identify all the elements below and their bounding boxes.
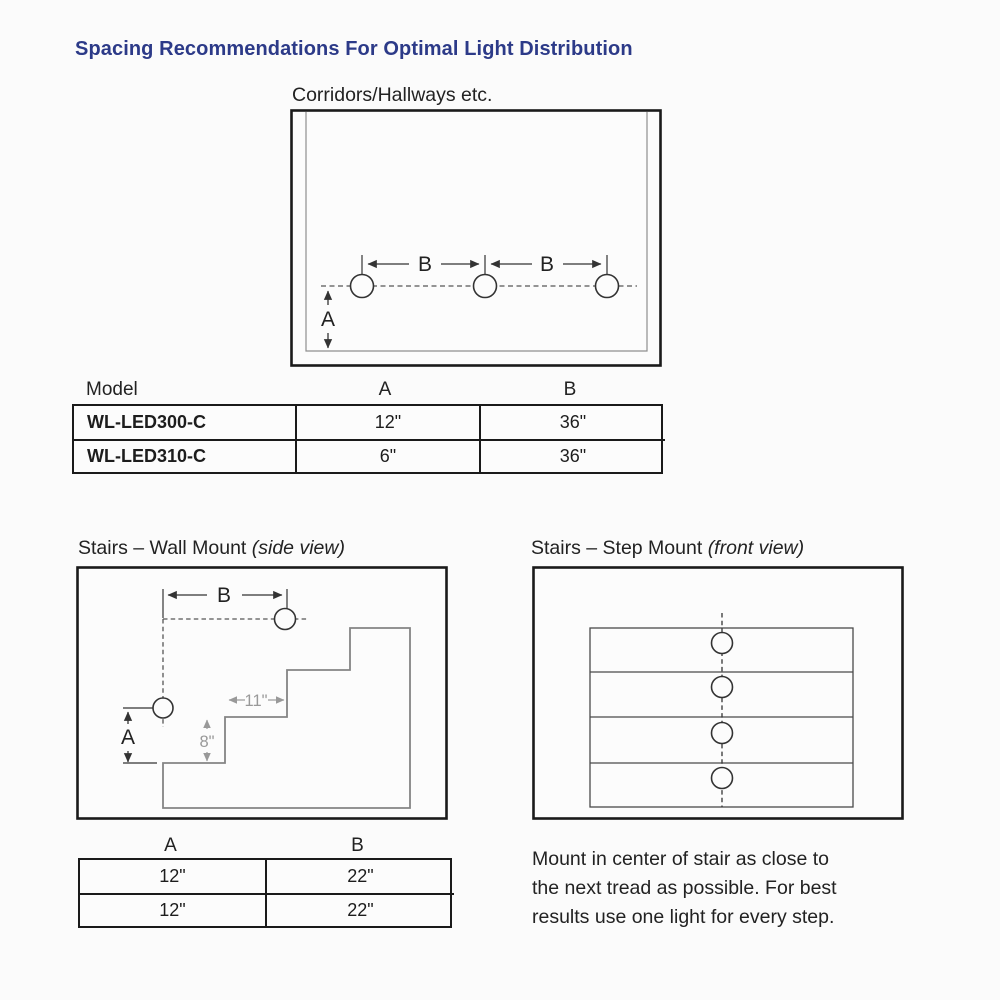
tread-depth-label: 11" xyxy=(245,692,268,710)
light-circle xyxy=(273,607,297,631)
stairs-front-diagram xyxy=(532,566,904,820)
dimension-b-label: B xyxy=(217,584,231,607)
light-circle xyxy=(710,766,734,790)
value-b-cell: 36" xyxy=(479,439,665,472)
stairs-table-header-row: A B xyxy=(78,833,452,858)
mounting-note-line: results use one light for every step. xyxy=(532,906,835,928)
corridor-diagram: B B A xyxy=(290,109,662,367)
light-circle xyxy=(472,273,498,299)
stairs-side-diagram: B A 11" 8" xyxy=(76,566,448,820)
model-table-header-a: A xyxy=(378,378,392,400)
value-b-cell: 36" xyxy=(479,406,665,439)
light-fixtures xyxy=(710,631,734,790)
model-table: WL-LED300-C 12" 36" WL-LED310-C 6" 36" xyxy=(72,404,665,474)
mounting-note-line: the next tread as possible. For best xyxy=(532,877,837,899)
light-circle xyxy=(152,697,174,719)
value-b-cell: 22" xyxy=(265,893,454,926)
mounting-note: Mount in center of stair as close to the… xyxy=(532,845,922,932)
light-circle xyxy=(349,273,375,299)
model-table-header-model: Model xyxy=(86,378,138,400)
model-cell: WL-LED300-C xyxy=(87,412,207,432)
model-table-header-row: Model A B xyxy=(72,376,663,403)
light-fixtures xyxy=(349,273,620,299)
stairs-table: 12" 22" 12" 22" xyxy=(78,858,454,928)
stairs-table-header-b: B xyxy=(351,834,364,856)
dimension-a-label: A xyxy=(321,308,335,331)
page-title: Spacing Recommendations For Optimal Ligh… xyxy=(75,38,633,60)
stairs-front-heading-main: Stairs – Step Mount xyxy=(531,537,703,559)
dimension-ticks xyxy=(123,589,288,764)
value-a-cell: 12" xyxy=(295,406,479,439)
stairs-side-outline xyxy=(76,566,448,820)
light-circle xyxy=(710,721,734,745)
model-cell: WL-LED310-C xyxy=(74,439,295,472)
dimension-b-label: B xyxy=(418,253,432,276)
model-table-header-b: B xyxy=(563,378,577,400)
light-circle xyxy=(710,631,734,655)
corridor-inner-wall xyxy=(305,112,648,352)
mounting-note-line: Mount in center of stair as close to xyxy=(532,848,829,870)
dimension-b-label: B xyxy=(540,253,554,276)
light-circle xyxy=(594,273,620,299)
value-a-cell: 12" xyxy=(80,893,265,926)
value-a-cell: 12" xyxy=(159,866,186,886)
stairs-table-header-a: A xyxy=(164,834,177,856)
stairs-side-heading-sub: (side view) xyxy=(251,537,345,559)
stairs-side-heading-main: Stairs – Wall Mount xyxy=(78,537,247,559)
riser-height-label: 8" xyxy=(199,733,214,751)
stair-profile xyxy=(162,627,411,809)
light-circle xyxy=(710,675,734,699)
stairs-front-heading: Stairs – Step Mount (front view) xyxy=(531,537,804,560)
corridor-outline xyxy=(290,109,662,367)
value-b-cell: 22" xyxy=(265,860,454,893)
value-a-cell: 6" xyxy=(295,439,479,472)
stairs-side-heading: Stairs – Wall Mount (side view) xyxy=(78,537,345,560)
dimension-a-label: A xyxy=(121,726,135,749)
stairs-front-heading-sub: (front view) xyxy=(707,537,805,559)
corridor-heading: Corridors/Hallways etc. xyxy=(292,84,493,106)
